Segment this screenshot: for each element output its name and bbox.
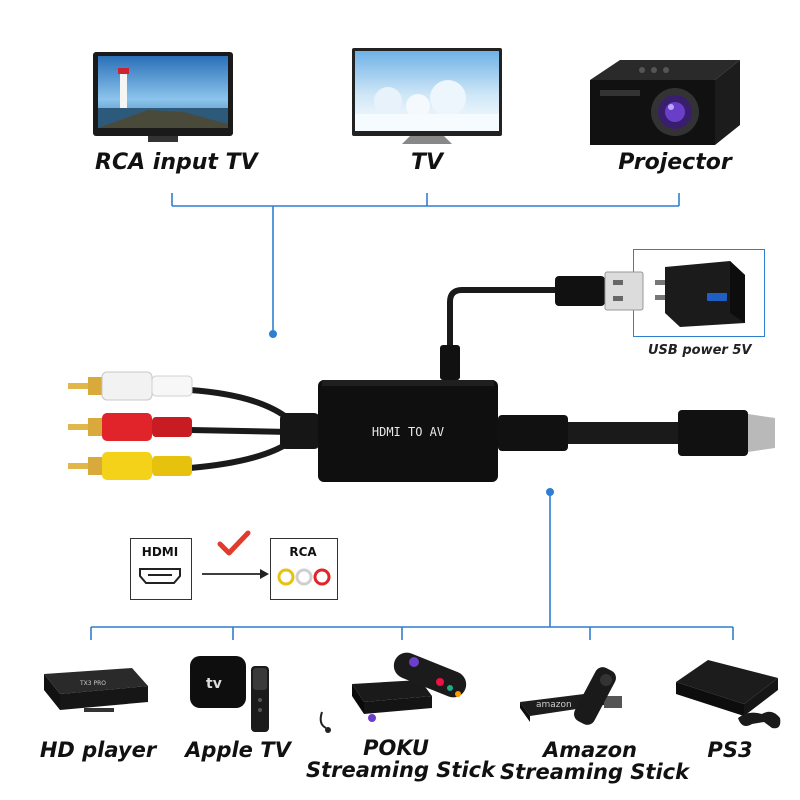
top-device-label-rca-tv: RCA input TV [95, 150, 258, 175]
rca-port-label: RCA [289, 545, 317, 559]
hdmi-port-icon [139, 568, 181, 584]
amazon-logo-text: amazon [536, 700, 572, 710]
bottom-device-label-ps3: PS3 [707, 738, 753, 762]
amazon-fire-stick-image [520, 667, 622, 725]
arrow-icon [202, 569, 269, 579]
usb-charger-image [655, 261, 745, 327]
roku-image [319, 652, 467, 733]
converter-label: HDMI TO AV [371, 425, 445, 439]
hdmi-to-av-converter-image [68, 271, 775, 482]
hdmi-port-label: HDMI [141, 545, 179, 559]
bottom-device-label-roku: POKU Streaming Stick [306, 736, 496, 782]
usb-power-label: USB power 5V [648, 343, 752, 358]
tx-box-label: TX3 PRO [80, 680, 107, 687]
roku-label-line2: Streaming Stick [306, 758, 496, 782]
rca-jacks-icon [277, 568, 331, 586]
rca-tv-image [93, 52, 233, 142]
top-device-label-tv: TV [410, 150, 444, 175]
hd-player-image [44, 668, 148, 712]
check-icon [217, 530, 251, 556]
bottom-device-label-amazon: Amazon Streaming Stick [500, 738, 690, 784]
projector-image [590, 60, 740, 145]
top-device-label-projector: Projector [618, 150, 732, 175]
tv-image [352, 48, 502, 144]
apple-tv-text: tv [206, 676, 222, 692]
bottom-device-label-apple-tv: Apple TV [185, 738, 291, 762]
ps3-image [676, 660, 781, 729]
bottom-device-label-hd-player: HD player [39, 738, 157, 762]
apple-tv-image [190, 656, 269, 732]
amazon-label-line2: Streaming Stick [500, 760, 690, 784]
roku-label-line1: POKU [363, 736, 429, 760]
amazon-label-line1: Amazon [543, 738, 637, 762]
